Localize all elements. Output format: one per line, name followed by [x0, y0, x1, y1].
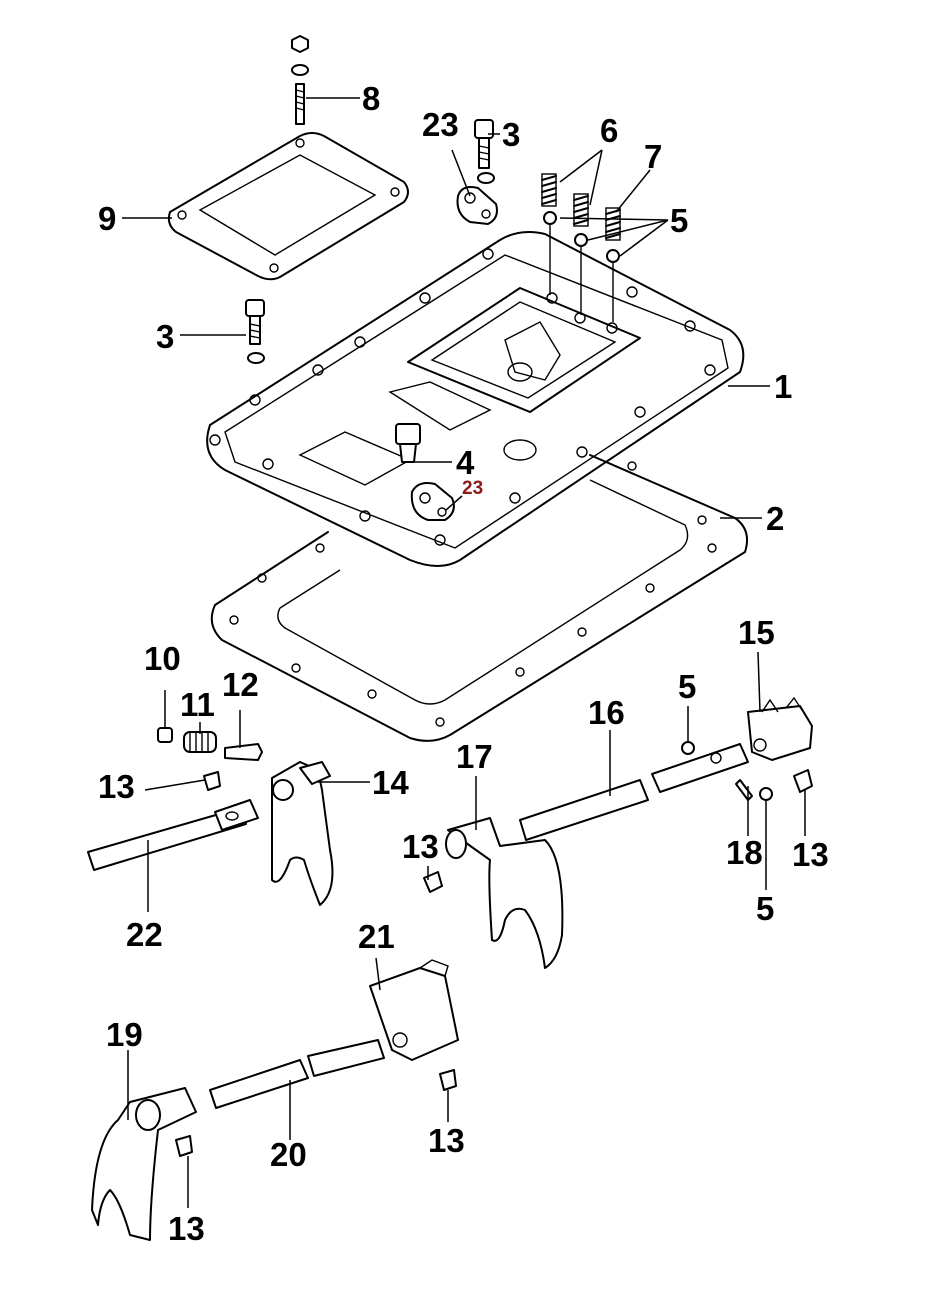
shift-rail-22	[87, 799, 259, 871]
callout-21: 21	[358, 918, 395, 955]
callout-3-left: 3	[156, 318, 174, 355]
shift-block-15	[747, 696, 813, 761]
callout-3-top: 3	[502, 116, 520, 153]
detent-springs	[541, 173, 621, 322]
shift-fork-19	[91, 1087, 197, 1241]
callout-4: 4	[456, 444, 475, 481]
set-screws	[175, 769, 813, 1157]
callout-13-mid: 13	[402, 828, 439, 865]
callout-11: 11	[180, 686, 215, 723]
shift-rail-20	[209, 1039, 385, 1109]
interlock-parts	[157, 727, 263, 761]
bolt-part	[245, 119, 495, 364]
lock-plate-part	[456, 186, 498, 225]
callout-13-bottom-mid: 13	[428, 1122, 465, 1159]
top-cover-part	[206, 231, 745, 567]
callout-23-top: 23	[422, 106, 459, 143]
callout-9: 9	[98, 200, 116, 237]
callout-13-right: 13	[792, 836, 829, 873]
leader-lines	[122, 97, 806, 1208]
callout-7: 7	[644, 138, 662, 175]
callout-19: 19	[106, 1016, 143, 1053]
shift-fork-17	[445, 817, 564, 969]
shift-block-21	[369, 959, 459, 1061]
callout-17: 17	[456, 738, 493, 775]
callout-1: 1	[774, 368, 792, 405]
callout-12: 12	[222, 666, 259, 703]
stud-bolt-part	[291, 35, 309, 125]
callout-18: 18	[726, 834, 763, 871]
callout-6: 6	[600, 112, 618, 149]
callout-20: 20	[270, 1136, 307, 1173]
callout-23-cover: 23	[462, 478, 483, 499]
callout-22: 22	[126, 916, 163, 953]
callout-16: 16	[588, 694, 625, 731]
callout-15: 15	[738, 614, 775, 651]
gasket-part	[210, 454, 748, 742]
callout-5-top: 5	[670, 202, 688, 239]
callout-5-bottom: 5	[756, 890, 774, 927]
callout-5-mid: 5	[678, 668, 696, 705]
callout-14: 14	[372, 764, 409, 801]
callout-13-bottom-left: 13	[168, 1210, 205, 1247]
callout-labels: 8 9 3 23 3 6 7 5 1 4 23 2 10 11 12 13 14…	[98, 80, 829, 1247]
inspection-cover-part	[167, 132, 409, 281]
callout-8: 8	[362, 80, 380, 117]
callout-13-left: 13	[98, 768, 135, 805]
shift-fork-14	[271, 761, 334, 906]
shift-rail-16	[519, 743, 749, 841]
callout-2: 2	[766, 500, 784, 537]
callout-10: 10	[144, 640, 181, 677]
